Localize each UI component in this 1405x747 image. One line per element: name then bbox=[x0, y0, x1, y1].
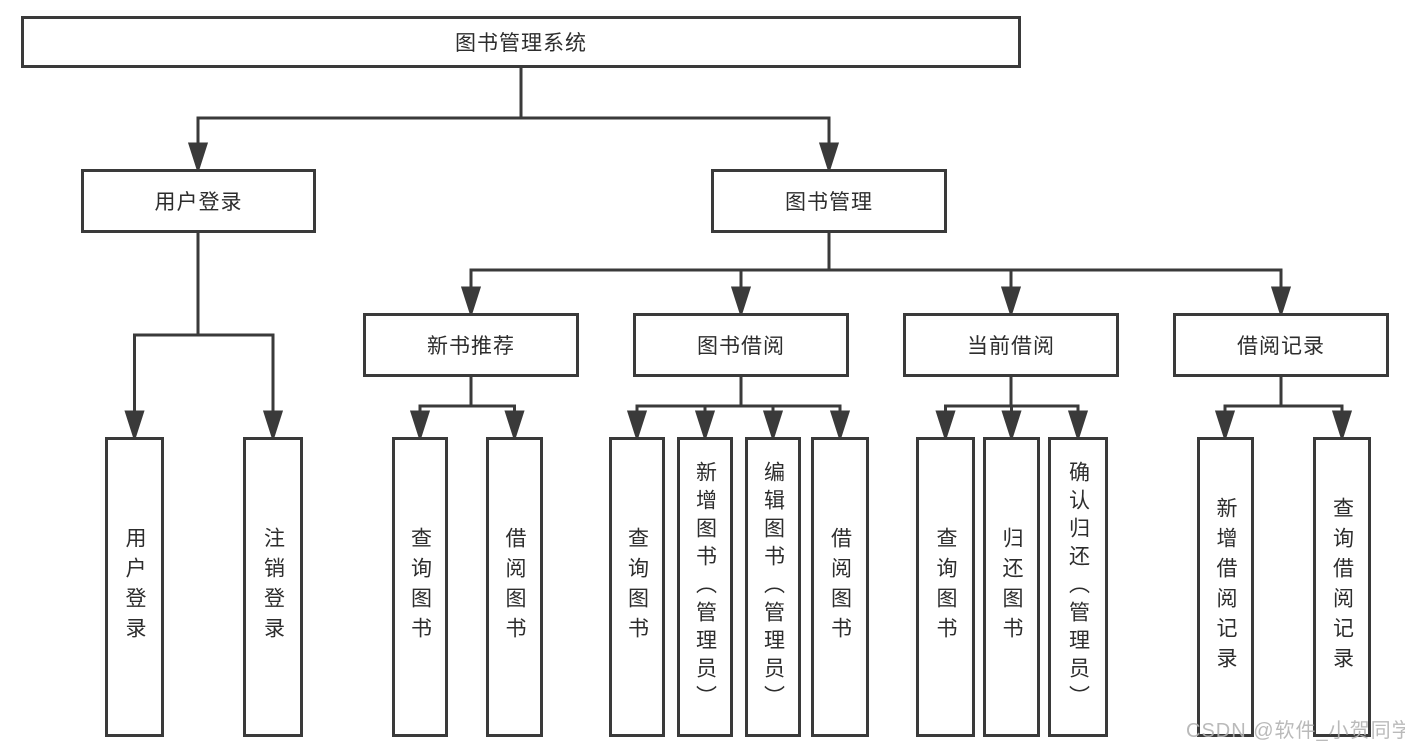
leaf-add-books-admin-label: 新增图书（管理员） bbox=[693, 461, 717, 713]
leaf-add-borrow-record: 新增借阅记录 bbox=[1197, 437, 1254, 737]
leaf-add-borrow-record-label: 新增借阅记录 bbox=[1214, 497, 1237, 677]
leaf-user-login: 用户登录 bbox=[105, 437, 164, 737]
connector-book-borrow-to-leaves bbox=[626, 377, 851, 442]
leaf-borrow-books: 借阅图书 bbox=[811, 437, 869, 737]
csdn-watermark: CSDN @软件_小贺同学 bbox=[1186, 720, 1405, 742]
node-library-system-label: 图书管理系统 bbox=[455, 32, 587, 55]
leaf-query-books-current: 查询图书 bbox=[916, 437, 975, 737]
connector-current-borrow-to-leaves bbox=[935, 377, 1089, 442]
leaf-confirm-return-admin: 确认归还（管理员） bbox=[1048, 437, 1108, 737]
connector-user-login-to-leaves bbox=[124, 233, 284, 442]
leaf-query-books-recommend: 查询图书 bbox=[392, 437, 448, 737]
leaf-borrow-books-label: 借阅图书 bbox=[828, 527, 852, 647]
node-book-management: 图书管理 bbox=[711, 169, 947, 233]
connector-root-to-level2 bbox=[187, 68, 840, 174]
leaf-logout-login-label: 注销登录 bbox=[261, 527, 285, 647]
connector-borrow-records-to-leaves bbox=[1214, 377, 1353, 442]
node-new-book-recommend: 新书推荐 bbox=[363, 313, 579, 377]
node-book-borrow: 图书借阅 bbox=[633, 313, 849, 377]
node-new-book-recommend-label: 新书推荐 bbox=[427, 335, 515, 358]
node-book-management-label: 图书管理 bbox=[785, 191, 873, 214]
leaf-user-login-label: 用户登录 bbox=[123, 527, 146, 647]
leaf-query-borrow-record: 查询借阅记录 bbox=[1313, 437, 1371, 737]
node-current-borrow-label: 当前借阅 bbox=[967, 335, 1055, 358]
leaf-add-books-admin: 新增图书（管理员） bbox=[677, 437, 733, 737]
leaf-edit-books-admin: 编辑图书（管理员） bbox=[745, 437, 801, 737]
leaf-borrow-books-recommend: 借阅图书 bbox=[486, 437, 543, 737]
node-borrow-records-label: 借阅记录 bbox=[1237, 335, 1325, 358]
leaf-return-books: 归还图书 bbox=[983, 437, 1040, 737]
node-user-login-label: 用户登录 bbox=[154, 191, 243, 214]
node-book-borrow-label: 图书借阅 bbox=[697, 335, 785, 358]
connector-book-mgmt-to-level3 bbox=[460, 233, 1292, 318]
leaf-edit-books-admin-label: 编辑图书（管理员） bbox=[761, 461, 785, 713]
node-borrow-records: 借阅记录 bbox=[1173, 313, 1389, 377]
leaf-return-books-label: 归还图书 bbox=[1000, 527, 1023, 647]
leaf-confirm-return-admin-label: 确认归还（管理员） bbox=[1066, 461, 1090, 713]
leaf-borrow-books-recommend-label: 借阅图书 bbox=[503, 527, 526, 647]
connector-new-book-to-leaves bbox=[409, 377, 525, 442]
node-library-system: 图书管理系统 bbox=[21, 16, 1021, 68]
leaf-query-books-recommend-label: 查询图书 bbox=[408, 527, 432, 647]
leaf-query-borrow-record-label: 查询借阅记录 bbox=[1330, 497, 1354, 677]
node-current-borrow: 当前借阅 bbox=[903, 313, 1119, 377]
leaf-logout-login: 注销登录 bbox=[243, 437, 303, 737]
leaf-query-books-current-label: 查询图书 bbox=[934, 527, 957, 647]
node-user-login: 用户登录 bbox=[81, 169, 316, 233]
leaf-query-books-borrow: 查询图书 bbox=[609, 437, 665, 737]
leaf-query-books-borrow-label: 查询图书 bbox=[625, 527, 649, 647]
